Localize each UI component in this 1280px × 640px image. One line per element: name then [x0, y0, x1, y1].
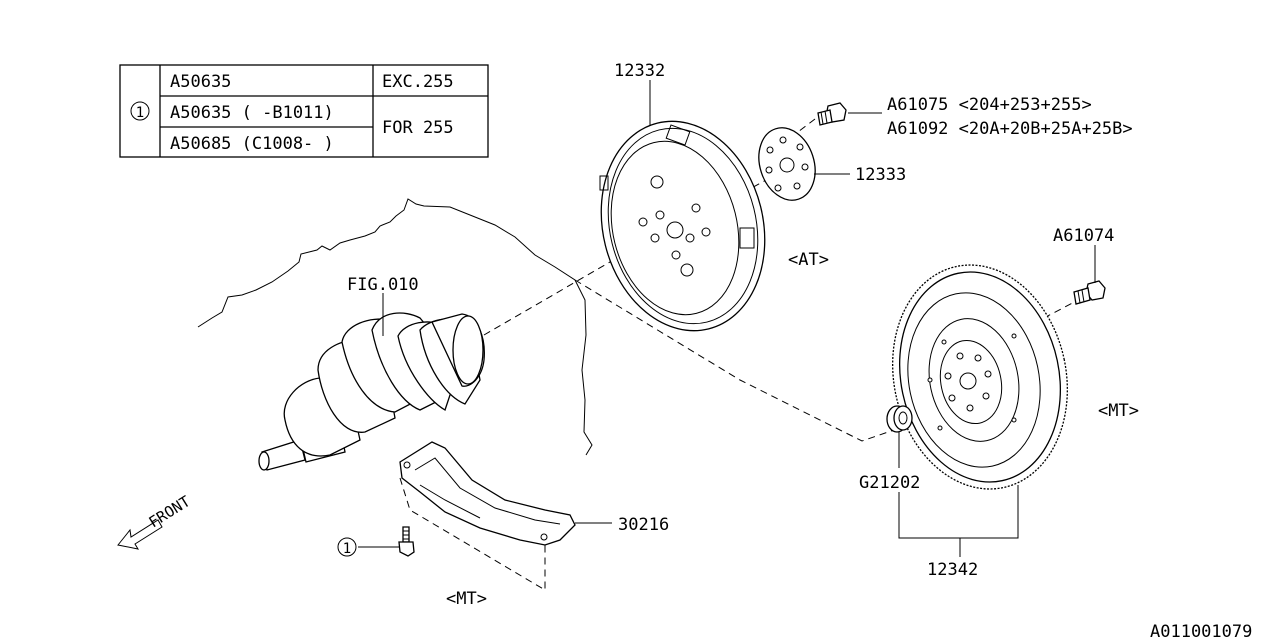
- front-arrow-icon: [117, 519, 163, 550]
- label-flywheel-assy: 12342: [927, 560, 978, 580]
- flywheel-bolt: [1073, 280, 1106, 305]
- label-flywheel-bolt: A61074: [1053, 226, 1114, 246]
- flywheel: [892, 264, 1068, 490]
- marker-circle-icon: [130, 101, 150, 121]
- bolt-marker: 1: [343, 541, 351, 557]
- label-drive-plate-bolt-2: A61092 <20A+20B+25A+25B>: [887, 119, 1133, 139]
- engine-block-outline: [197, 198, 593, 456]
- front-label: FRONT: [146, 492, 194, 531]
- label-reinforcement-plate: 12333: [855, 165, 906, 185]
- cover: [399, 441, 576, 546]
- label-drive-plate-bolt-1: A61075 <204+253+255>: [887, 95, 1092, 115]
- label-at-note: <AT>: [788, 250, 829, 270]
- drive-plate: [599, 120, 766, 332]
- table-row-1-part: A50635: [170, 72, 231, 92]
- parts-table: 1 A50635 EXC.255 A50635 ( -B1011) FOR 25…: [119, 64, 489, 158]
- leader-lines: [358, 80, 1096, 557]
- label-pilot-bearing: G21202: [859, 473, 920, 493]
- cover-bolt-line: [399, 477, 546, 591]
- cover-bolt: [398, 526, 415, 557]
- drive-plate-bolt: [817, 102, 847, 126]
- label-crankshaft-ref: FIG.010: [347, 275, 419, 295]
- label-cover: 30216: [618, 515, 669, 535]
- table-row-2-part: A50635 ( -B1011): [170, 103, 334, 123]
- table-row-1-cond: EXC.255: [382, 72, 454, 92]
- label-drive-plate: 12332: [614, 61, 665, 81]
- label-mt-note-cover: <MT>: [446, 589, 487, 609]
- crank-to-flywheel-line: [574, 279, 895, 442]
- table-row-3-part: A50685 (C1008- ): [170, 134, 334, 154]
- crankshaft: [258, 312, 485, 471]
- reinforcement-plate: [758, 127, 816, 201]
- bolt-marker-circle-icon: [337, 537, 357, 557]
- label-diagram-code: A011001079: [1150, 622, 1252, 640]
- table-marker: 1: [136, 105, 144, 121]
- pilot-bearing: [886, 405, 913, 433]
- label-mt-note-flywheel: <MT>: [1098, 401, 1139, 421]
- table-row-2-cond: FOR 255: [382, 118, 454, 138]
